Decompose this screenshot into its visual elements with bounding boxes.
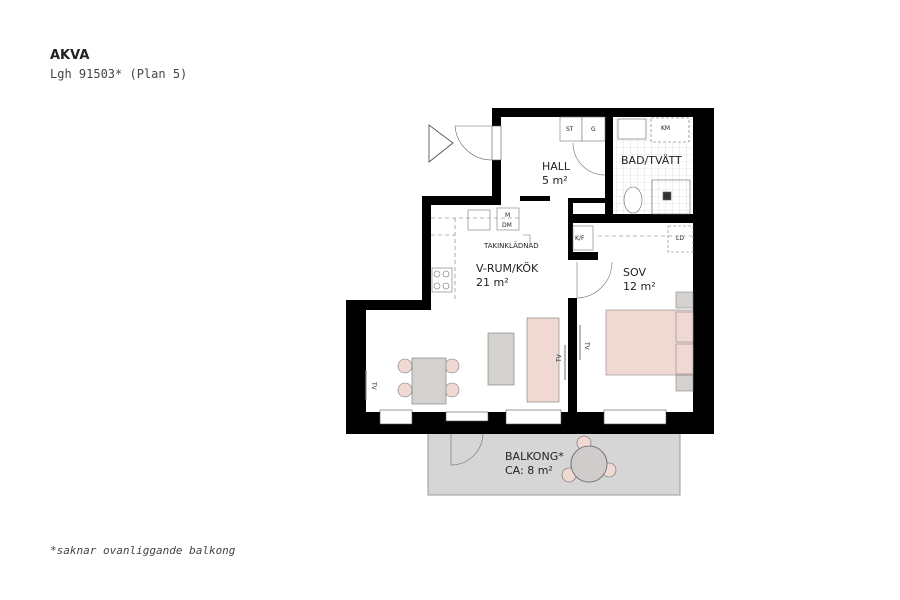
bathroom-fixtures	[617, 117, 691, 215]
living-area: 21 m²	[476, 276, 509, 289]
living-furniture	[397, 317, 560, 405]
bedroom-area: 12 m²	[623, 280, 656, 293]
kf-label: K/F	[575, 235, 585, 242]
hall-area: 5 m²	[542, 174, 568, 187]
km-label: KM	[661, 125, 670, 132]
living-name: V-RUM/KÖK	[476, 262, 539, 275]
ld-label: LD	[676, 235, 684, 242]
windows	[379, 409, 667, 425]
tv-label-bedroom: TV	[583, 341, 590, 351]
bedroom-storage	[572, 225, 694, 299]
bed	[605, 291, 694, 392]
project-title: AKVA	[50, 48, 90, 63]
m-label: M	[505, 212, 510, 219]
tv-label-living: TV	[370, 381, 377, 391]
bathroom-name: BAD/TVÄTT	[621, 154, 682, 167]
tv-markers: TV TV TV	[365, 325, 590, 400]
bedroom-name: SOV	[623, 266, 646, 279]
dm-label: DM	[502, 222, 512, 229]
hall-closets	[559, 116, 606, 176]
ceiling-label: TAKINKLÄDNAD	[483, 241, 539, 250]
hall-name: HALL	[542, 160, 571, 173]
apartment-subtitle: Lgh 91503* (Plan 5)	[50, 67, 188, 81]
kitchen-counter	[431, 207, 531, 300]
balcony-name: BALKONG*	[505, 450, 564, 463]
entrance-door[interactable]	[428, 124, 502, 163]
closet-st-label: ST	[566, 126, 574, 133]
closet-g-label: G	[591, 126, 596, 133]
footnote: *saknar ovanliggande balkong	[50, 544, 236, 557]
balcony-area: CA: 8 m²	[505, 464, 553, 477]
tv-label-sofa: TV	[556, 353, 563, 363]
balcony	[427, 432, 681, 496]
